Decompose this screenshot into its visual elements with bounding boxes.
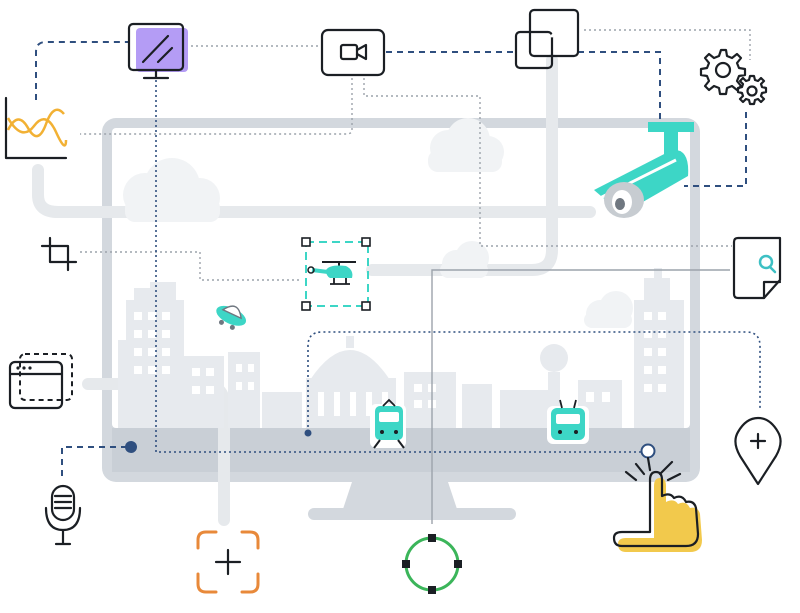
pointing-hand-icon[interactable]	[612, 456, 702, 552]
external-link-icon[interactable]	[514, 8, 580, 70]
city-skyline	[118, 268, 684, 428]
browser-window-icon[interactable]	[8, 353, 73, 410]
tram-icon[interactable]	[370, 398, 406, 449]
microphone-icon[interactable]	[44, 484, 82, 546]
bus-icon[interactable]	[547, 399, 589, 444]
line-chart-icon[interactable]	[4, 96, 68, 160]
location-pin-add-icon[interactable]	[734, 416, 782, 486]
helicopter-icon[interactable]	[301, 237, 371, 311]
circle-node-icon[interactable]	[402, 534, 462, 594]
security-camera-icon[interactable]	[594, 122, 694, 218]
gear-icon[interactable]	[699, 48, 768, 106]
document-search-icon[interactable]	[732, 236, 782, 300]
connector-lines	[35, 29, 761, 524]
video-camera-icon[interactable]	[320, 28, 386, 77]
crop-icon[interactable]	[40, 236, 78, 272]
ufo-icon[interactable]	[211, 300, 250, 334]
add-frame-icon[interactable]	[196, 530, 260, 594]
clouds	[123, 118, 633, 328]
screen-slash-icon[interactable]	[127, 22, 188, 80]
